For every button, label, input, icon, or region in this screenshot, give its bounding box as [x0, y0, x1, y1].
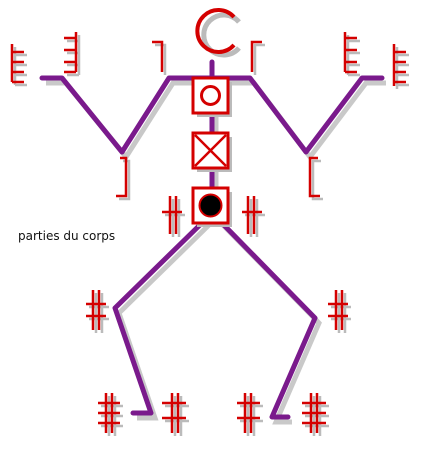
left-leg: [112, 215, 210, 416]
dot-box: [191, 186, 232, 227]
foot-glyph-right-inner: [237, 393, 263, 436]
right-arm: [209, 75, 385, 155]
hand-glyph-left-inner: [64, 32, 81, 77]
elbow-glyph-left: [116, 156, 131, 201]
hand-glyph-right-inner: [343, 32, 360, 77]
x-box: [191, 131, 232, 172]
figure-caption: parties du corps: [18, 229, 116, 243]
elbow-glyph-right: [308, 156, 323, 201]
knee-glyph-right: [328, 290, 351, 333]
hand-glyph-left-outer: [10, 44, 27, 87]
foot-glyph-left-inner: [162, 393, 189, 436]
head-glyph: [195, 8, 241, 58]
shoulder-glyph-right: [250, 40, 265, 75]
hip-glyph-left: [162, 196, 185, 237]
hand-glyph-right-outer: [392, 44, 409, 89]
left-arm: [39, 75, 215, 155]
hip-glyph-right: [242, 196, 265, 237]
foot-glyph-right-outer: [302, 393, 329, 436]
circle-box: [191, 76, 232, 117]
right-leg: [214, 215, 318, 420]
shoulder-glyph-left: [152, 40, 167, 75]
foot-glyph-left-outer: [98, 393, 123, 436]
knee-glyph-left: [86, 290, 109, 333]
